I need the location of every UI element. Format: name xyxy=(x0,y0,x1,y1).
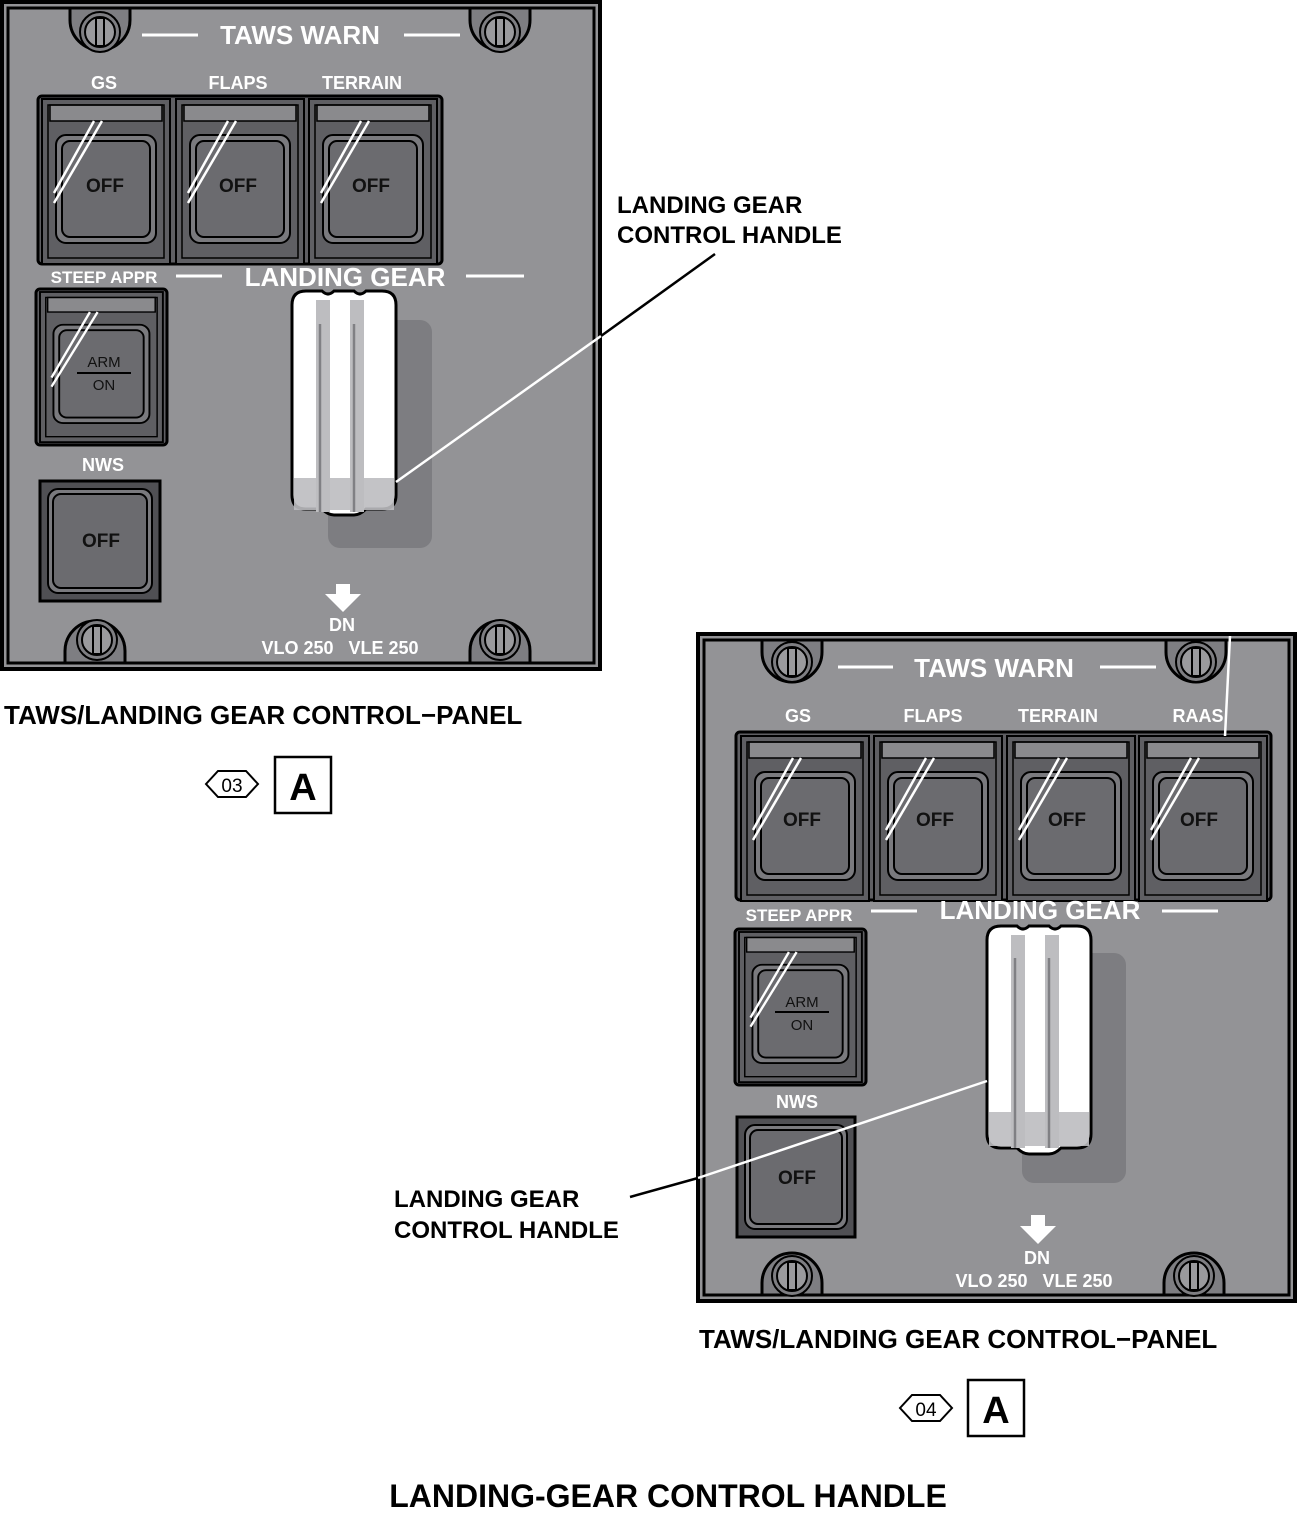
view-box: A xyxy=(966,1378,1026,1438)
down-arrow-icon xyxy=(1020,1215,1056,1244)
view-letter: A xyxy=(982,1390,1009,1432)
speed-limits: VLO 250 VLE 250 xyxy=(955,1271,1112,1291)
view-box: A xyxy=(273,755,333,815)
switch-state: OFF xyxy=(86,176,124,197)
panel-caption: TAWS/LANDING GEAR CONTROL−PANEL xyxy=(4,700,522,730)
switch-raas[interactable]: RAAS OFF xyxy=(1137,706,1269,903)
switch-label: GS xyxy=(785,706,811,726)
steep-appr-on: ON xyxy=(93,377,116,394)
nws-switch[interactable]: OFF xyxy=(38,479,162,603)
landing-gear-title: LANDING GEAR xyxy=(245,262,446,292)
steep-appr-arm: ARM xyxy=(87,354,120,371)
steep-appr-arm: ARM xyxy=(785,994,818,1011)
speed-limits: VLO 250 VLE 250 xyxy=(261,638,418,658)
steep-appr-label: STEEP APPR xyxy=(746,906,853,925)
switch-state: OFF xyxy=(219,176,257,197)
dn-label: DN xyxy=(1024,1248,1050,1268)
switch-gs[interactable]: GS OFF xyxy=(739,706,871,903)
switch-label: GS xyxy=(91,73,117,93)
dn-label: DN xyxy=(329,615,355,635)
leader-line xyxy=(600,252,716,338)
switch-label: RAAS xyxy=(1172,706,1223,726)
panel-03: TAWS WARN GS OFF FLAPS OFF TERRAIN OFF S… xyxy=(0,0,602,671)
screw-icon xyxy=(479,11,521,53)
nws-label: NWS xyxy=(82,455,124,475)
switch-label: TERRAIN xyxy=(1018,706,1098,726)
leader-line xyxy=(697,1079,988,1180)
nws-switch[interactable]: OFF xyxy=(735,1115,857,1239)
leader-line xyxy=(1223,635,1232,737)
switch-label: TERRAIN xyxy=(322,73,402,93)
switch-label: FLAPS xyxy=(903,706,962,726)
leader-line xyxy=(395,334,602,484)
steep-appr-on: ON xyxy=(791,1017,814,1034)
down-arrow-icon xyxy=(325,584,361,612)
callout-text: LANDING GEAR xyxy=(617,192,802,219)
screw-icon xyxy=(79,11,121,53)
view-letter: A xyxy=(289,767,316,809)
screw-icon xyxy=(1175,641,1217,683)
taws-warn-title: TAWS WARN xyxy=(220,20,380,50)
leader-line xyxy=(629,1176,699,1199)
switch-terrain[interactable]: TERRAIN OFF xyxy=(1005,706,1137,903)
screw-icon xyxy=(76,619,118,661)
steep-appr-switch[interactable]: ARM ON xyxy=(733,927,868,1087)
callout-text: CONTROL HANDLE xyxy=(394,1217,619,1244)
switch-terrain[interactable]: TERRAIN OFF xyxy=(307,73,439,266)
switch-state: OFF xyxy=(783,810,821,831)
switch-state: OFF xyxy=(1180,810,1218,831)
landing-gear-handle[interactable] xyxy=(290,289,432,548)
steep-appr-label: STEEP APPR xyxy=(51,268,158,287)
callout-text: CONTROL HANDLE xyxy=(617,222,842,249)
nws-label: NWS xyxy=(776,1092,818,1112)
panel-04: TAWS WARN GS OFF FLAPS OFF TERRAIN OFF R… xyxy=(696,632,1297,1303)
switch-state: OFF xyxy=(352,176,390,197)
effectivity-code: 04 xyxy=(915,1400,937,1421)
switch-gs[interactable]: GS OFF xyxy=(40,73,172,266)
steep-appr-switch[interactable]: ARM ON xyxy=(34,287,169,447)
panel-caption: TAWS/LANDING GEAR CONTROL−PANEL xyxy=(699,1324,1217,1354)
effectivity-tag: 04 xyxy=(898,1394,954,1422)
screw-icon xyxy=(771,1255,813,1297)
screw-icon xyxy=(1173,1255,1215,1297)
switch-flaps[interactable]: FLAPS OFF xyxy=(174,73,306,266)
screw-icon xyxy=(771,641,813,683)
switch-flaps[interactable]: FLAPS OFF xyxy=(872,706,1004,903)
nws-state: OFF xyxy=(82,531,120,552)
figure-title: LANDING-GEAR CONTROL HANDLE xyxy=(389,1478,947,1514)
callout-text: LANDING GEAR xyxy=(394,1186,579,1213)
switch-state: OFF xyxy=(916,810,954,831)
taws-warn-title: TAWS WARN xyxy=(914,653,1074,683)
switch-state: OFF xyxy=(1048,810,1086,831)
effectivity-code: 03 xyxy=(221,776,242,797)
screw-icon xyxy=(479,619,521,661)
landing-gear-handle[interactable] xyxy=(985,924,1126,1183)
effectivity-tag: 03 xyxy=(204,770,260,798)
landing-gear-title: LANDING GEAR xyxy=(940,895,1141,925)
switch-label: FLAPS xyxy=(208,73,267,93)
nws-state: OFF xyxy=(778,1168,816,1189)
